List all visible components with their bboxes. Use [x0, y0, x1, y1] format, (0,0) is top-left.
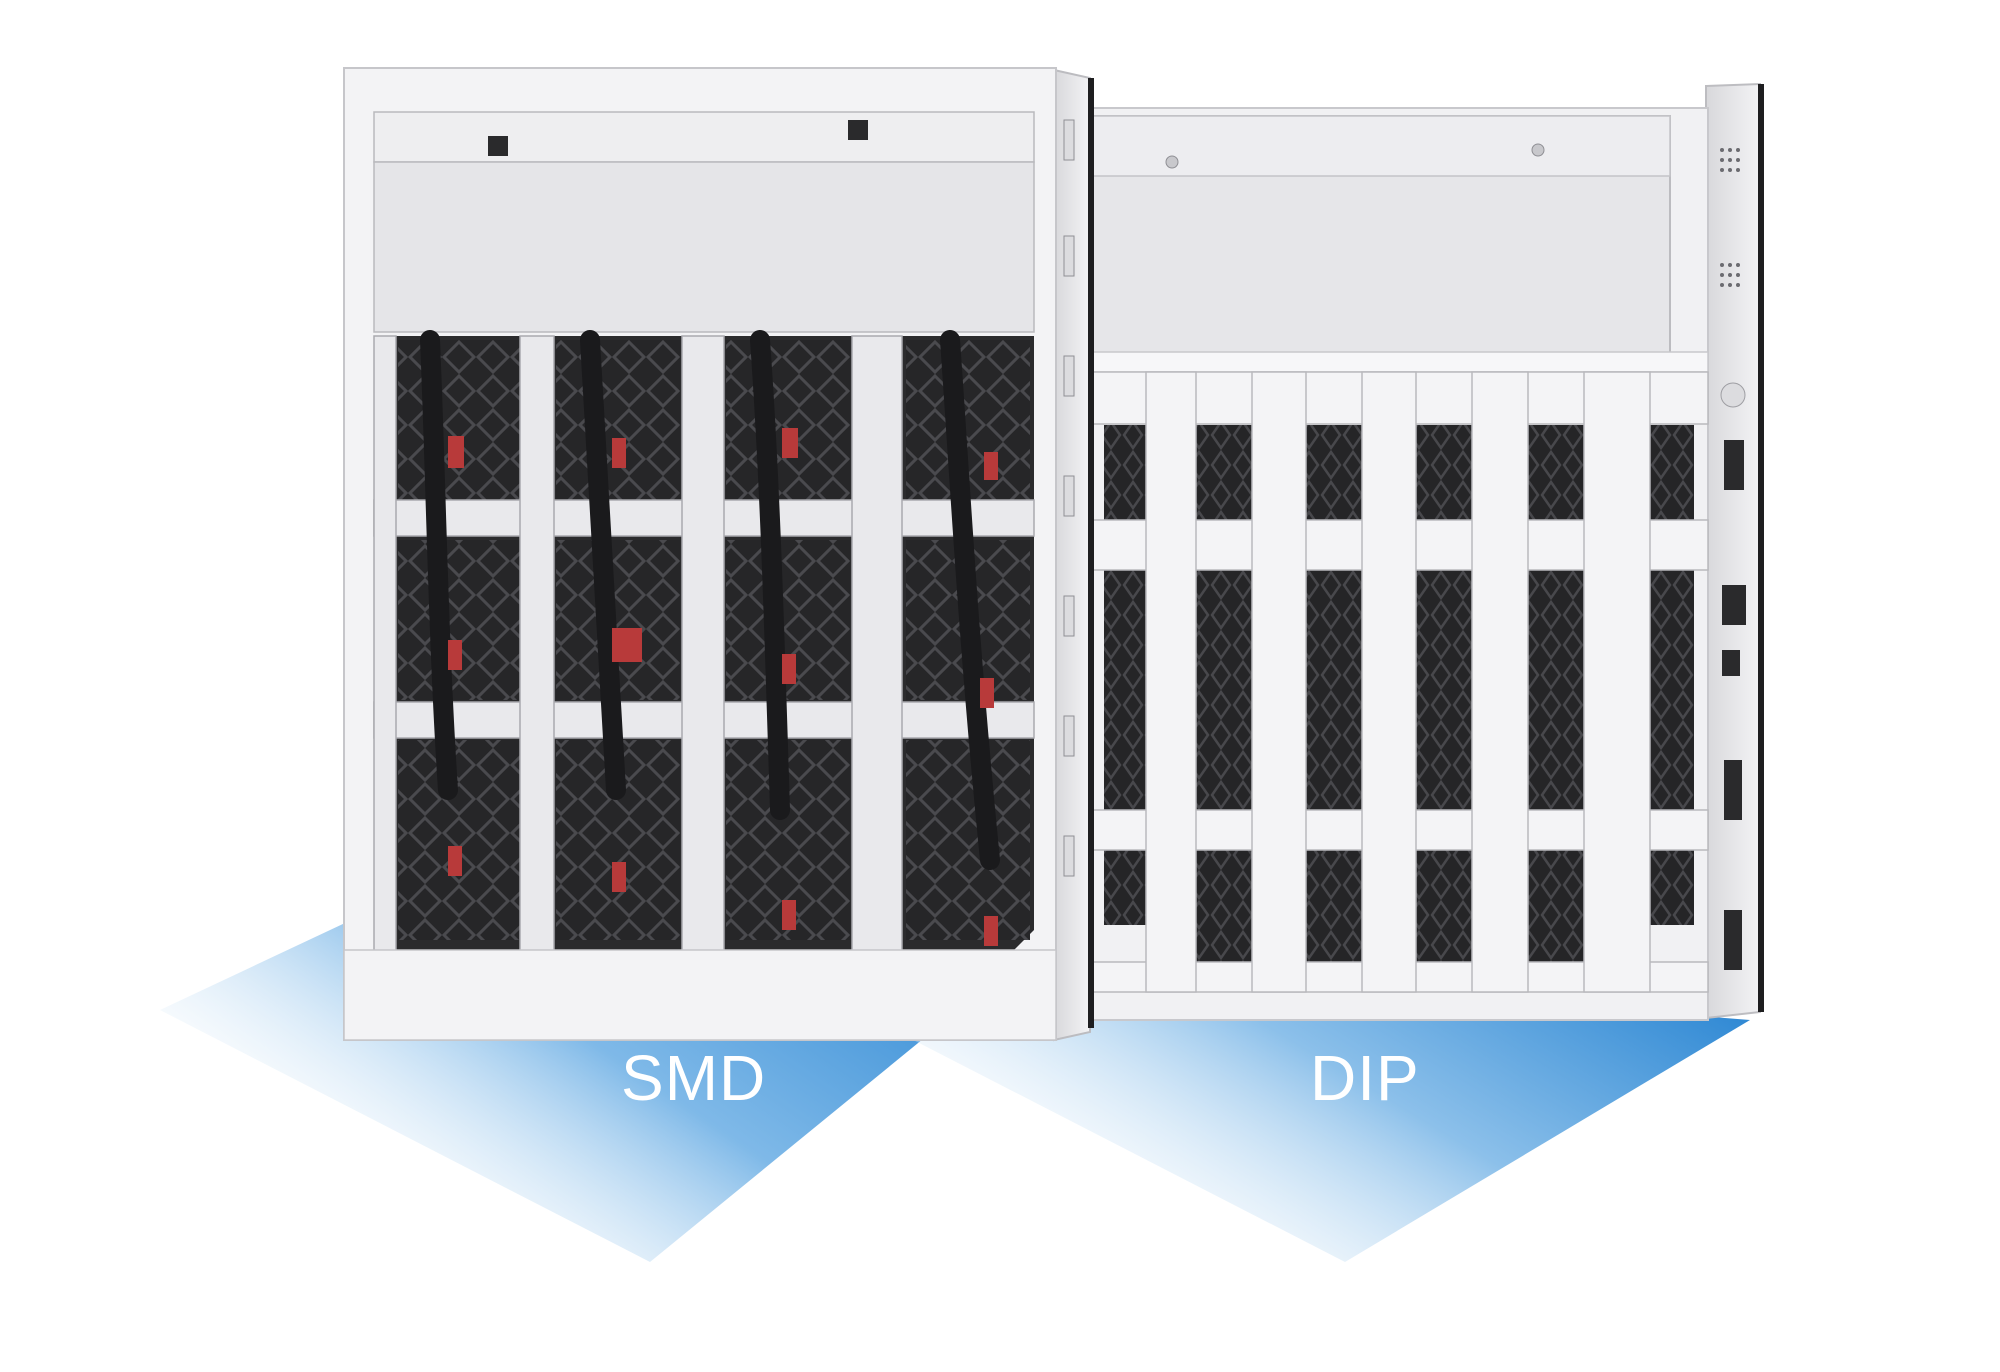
smd-modules	[398, 340, 1030, 940]
dip-frame	[1089, 371, 1709, 993]
dip-label: DIP	[1310, 1042, 1420, 1114]
smd-connectors	[448, 428, 998, 946]
dip-cabinet	[1089, 82, 1764, 1021]
dip-floor	[855, 965, 1750, 1262]
smd-label: SMD	[621, 1042, 767, 1114]
smd-cabinet	[343, 67, 1094, 1042]
smd-cables	[420, 330, 1000, 870]
